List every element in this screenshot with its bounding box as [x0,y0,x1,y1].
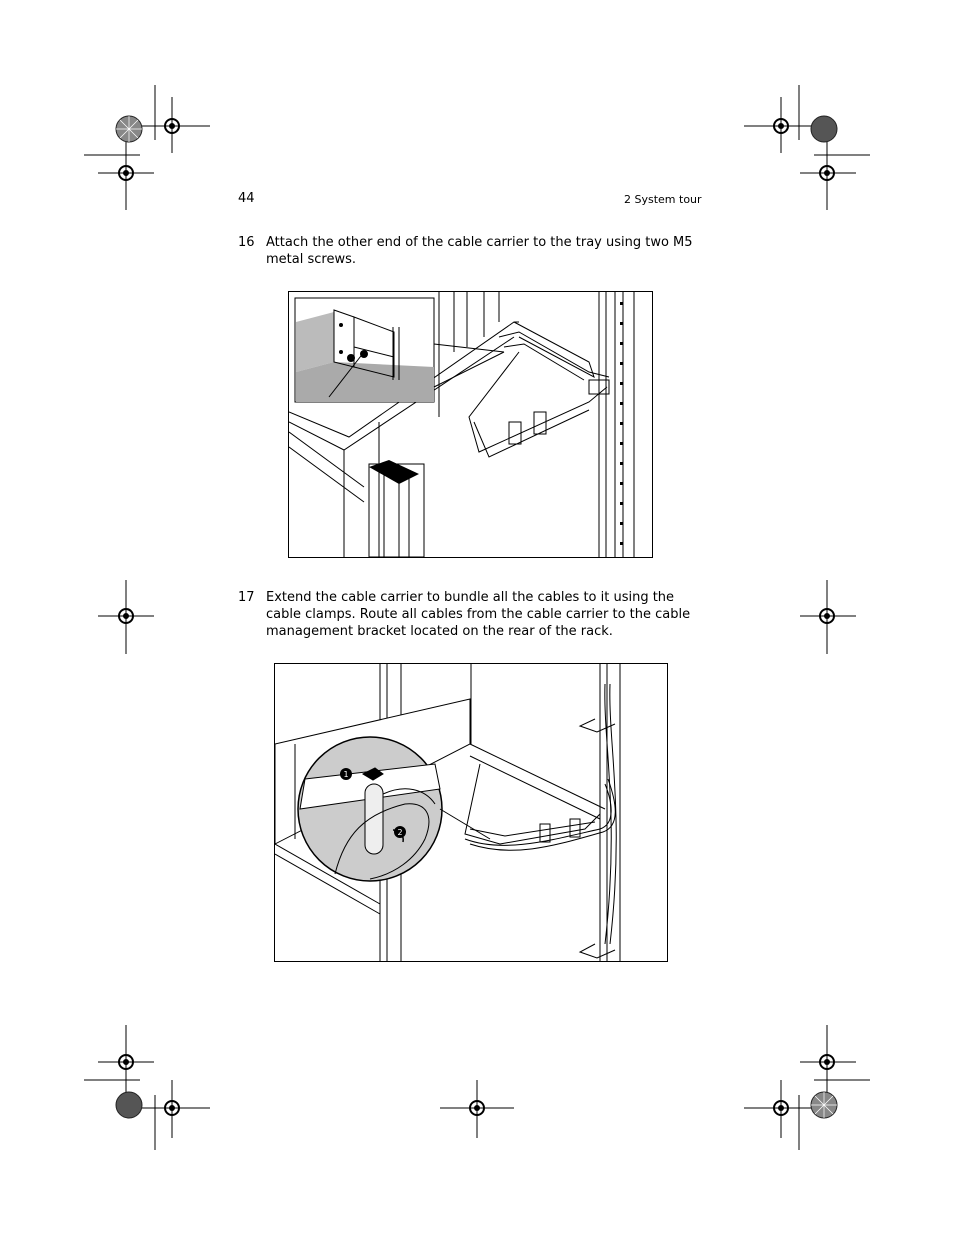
callout-2 [394,826,406,838]
svg-text:1: 1 [343,770,348,779]
step-text: Extend the cable carrier to bundle all t… [266,590,691,639]
figure-cable-routing: 1 2 [274,663,668,962]
page-number: 44 [238,191,255,206]
step-number: 17 [238,590,255,605]
illustration-cable-routing: 1 2 [275,664,621,961]
figure-cable-carrier-attach [288,291,653,558]
illustration-cable-carrier-attach [289,292,635,557]
callout-1 [340,768,352,780]
chapter-title: 2 System tour [624,193,702,206]
step-number: 16 [238,235,255,250]
svg-text:2: 2 [397,828,402,837]
step-16: 16 Attach the other end of the cable car… [238,234,708,270]
step-text: Attach the other end of the cable carrie… [266,235,693,267]
step-17: 17 Extend the cable carrier to bundle al… [238,589,708,643]
